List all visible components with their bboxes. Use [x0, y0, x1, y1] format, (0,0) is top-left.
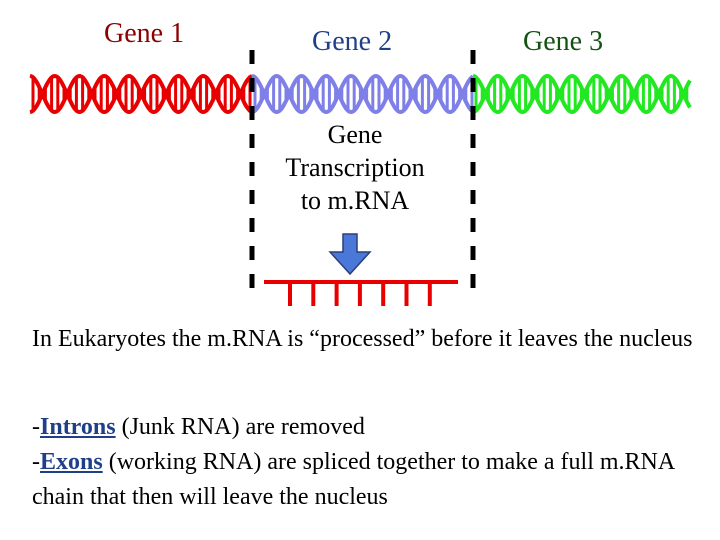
introns-keyword: Introns [40, 414, 116, 440]
gene-2-dna-helix [251, 73, 475, 115]
down-arrow-icon [328, 233, 372, 276]
processing-bullets: -Introns (Junk RNA) are removed -Exons (… [32, 410, 712, 515]
mrna-strand [264, 280, 458, 306]
transcription-line-3: to m.RNA [300, 186, 410, 215]
dna-backbone-strand [472, 73, 692, 115]
transcription-line-1: Gene [327, 120, 383, 149]
processing-paragraph: In Eukaryotes the m.RNA is “processed” b… [32, 326, 693, 352]
bullet-exons: -Exons (working RNA) are spliced togethe… [32, 445, 712, 515]
bullet-introns: -Introns (Junk RNA) are removed [32, 410, 712, 445]
gene-1-label: Gene 1 [104, 18, 185, 49]
exons-keyword: Exons [40, 449, 103, 475]
bullet-dash: - [32, 414, 40, 440]
bullet-dash: - [32, 449, 40, 475]
introns-description: (Junk RNA) are removed [115, 414, 365, 440]
transcription-caption: Gene Transcription to m.RNA [262, 118, 448, 217]
dna-backbone-strand [29, 73, 253, 115]
dna-backbone-strand [251, 73, 475, 115]
gene-2-label: Gene 2 [312, 26, 393, 57]
gene-1-dna-helix [29, 73, 253, 115]
gene-3-label: Gene 3 [523, 26, 604, 57]
exons-description: (working RNA) are spliced together to ma… [32, 449, 674, 510]
transcription-line-2: Transcription [285, 153, 425, 182]
gene-3-dna-helix [472, 73, 692, 115]
